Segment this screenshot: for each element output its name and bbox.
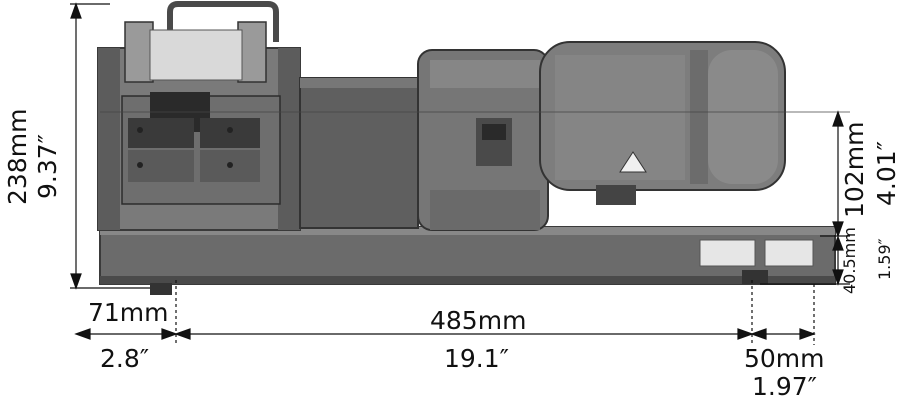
base-height-mm-label: 40.5mm — [840, 227, 859, 294]
base-length-mm-label: 485mm — [430, 306, 527, 335]
axis-height-in-label: 4.01″ — [872, 140, 901, 206]
right-overhang-mm-label: 50mm — [744, 344, 825, 373]
axis-height-mm-label: 102mm — [840, 121, 869, 218]
pump-unit — [97, 1, 836, 295]
pump-head — [97, 1, 301, 231]
gearbox — [417, 49, 549, 231]
base-length-in-label: 19.1″ — [444, 344, 510, 373]
foot-left — [150, 283, 172, 295]
right-overhang-in-label: 1.97″ — [752, 372, 818, 401]
base-label-2 — [764, 239, 814, 267]
motor — [539, 41, 786, 205]
base-height-in-label: 1.59″ — [875, 238, 894, 280]
foot-right — [742, 270, 768, 284]
height-total-in-label: 9.37″ — [33, 133, 62, 199]
left-overhang-mm-label: 71mm — [88, 298, 169, 327]
base-label-1 — [699, 239, 756, 267]
height-total-mm-label: 238mm — [3, 108, 32, 205]
dimension-lines — [70, 2, 850, 345]
coupling-guard — [299, 77, 419, 229]
left-overhang-in-label: 2.8″ — [100, 344, 150, 373]
